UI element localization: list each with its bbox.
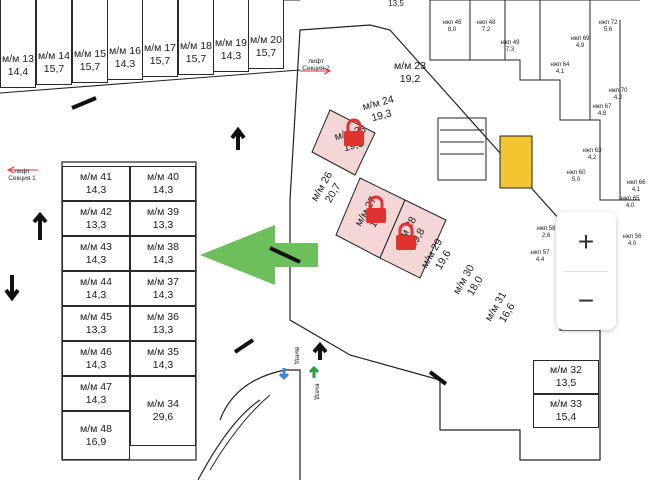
exit-label: выезд <box>293 347 300 364</box>
location-arrow <box>200 225 318 285</box>
zoom-control: + − <box>556 212 616 330</box>
entry-label: въезд <box>313 383 320 400</box>
zoom-in-button[interactable]: + <box>577 225 595 257</box>
zoom-out-button[interactable]: − <box>577 284 595 316</box>
top-partial-value: 13,5 <box>388 0 404 8</box>
